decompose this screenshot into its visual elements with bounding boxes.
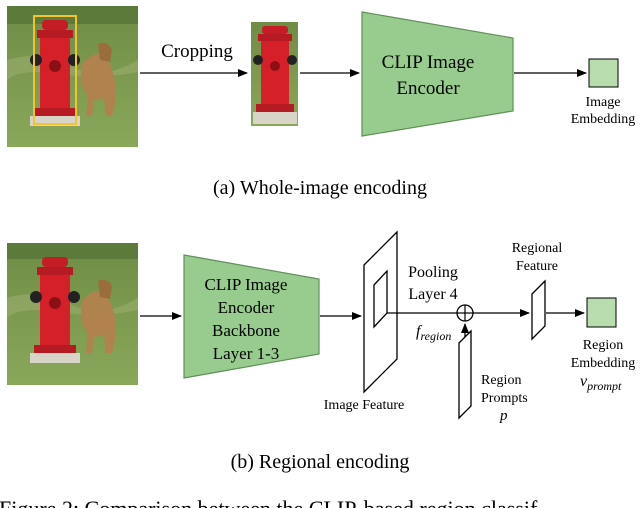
encoder-b-line4: Layer 1-3	[213, 344, 280, 363]
photo-hydrant-crop	[251, 22, 298, 126]
pooling-line1: Pooling	[408, 264, 458, 281]
caption-a: (a) Whole-image encoding	[213, 177, 427, 199]
v-prompt-label: vprompt	[580, 373, 622, 393]
image-embedding-line2: Embedding	[571, 112, 636, 127]
region-prompts-line1: Region	[481, 373, 521, 388]
image-embedding-box	[588, 58, 619, 88]
encoder-a-line2: Encoder	[396, 78, 460, 99]
encoder-b-line1: CLIP Image	[205, 275, 288, 294]
caption-b: (b) Regional encoding	[231, 451, 410, 473]
crop-label: Cropping	[161, 41, 233, 62]
photo-hydrant-dog-b	[7, 243, 138, 385]
clip-image-encoder-backbone	[183, 254, 320, 379]
clip-image-encoder-a	[361, 11, 514, 137]
panel-a: Cropping CLIP Image Encoder Image Embedd…	[7, 6, 635, 199]
encoder-b-line3: Backbone	[212, 321, 280, 340]
circled-plus-icon	[456, 304, 474, 322]
encoder-a-line1: CLIP Image	[382, 52, 475, 73]
bounding-box	[33, 15, 77, 125]
encoder-b-line2: Encoder	[218, 298, 275, 317]
region-prompts-line2: Prompts	[481, 391, 528, 406]
f-region-label: fregion	[416, 323, 451, 343]
region-prompts-shape	[458, 329, 472, 420]
p-symbol: p	[499, 408, 508, 424]
region-embedding-box	[586, 297, 617, 328]
figure-caption: Figure 2: Comparison between the CLIP-ba…	[0, 496, 538, 508]
photo-hydrant-dog	[7, 6, 138, 147]
image-embedding-line1: Image	[586, 95, 621, 110]
pooling-line2: Layer 4	[408, 286, 457, 303]
region-embedding-line1: Region	[583, 338, 623, 353]
region-embedding-line2: Embedding	[571, 356, 636, 371]
regional-feature-line2: Feature	[516, 259, 558, 274]
regional-feature-shape	[531, 279, 546, 341]
image-feature-label: Image Feature	[324, 398, 404, 413]
panel-b: CLIP Image Encoder Backbone Layer 1-3 Im…	[7, 230, 636, 473]
regional-feature-line1: Regional	[512, 241, 563, 256]
